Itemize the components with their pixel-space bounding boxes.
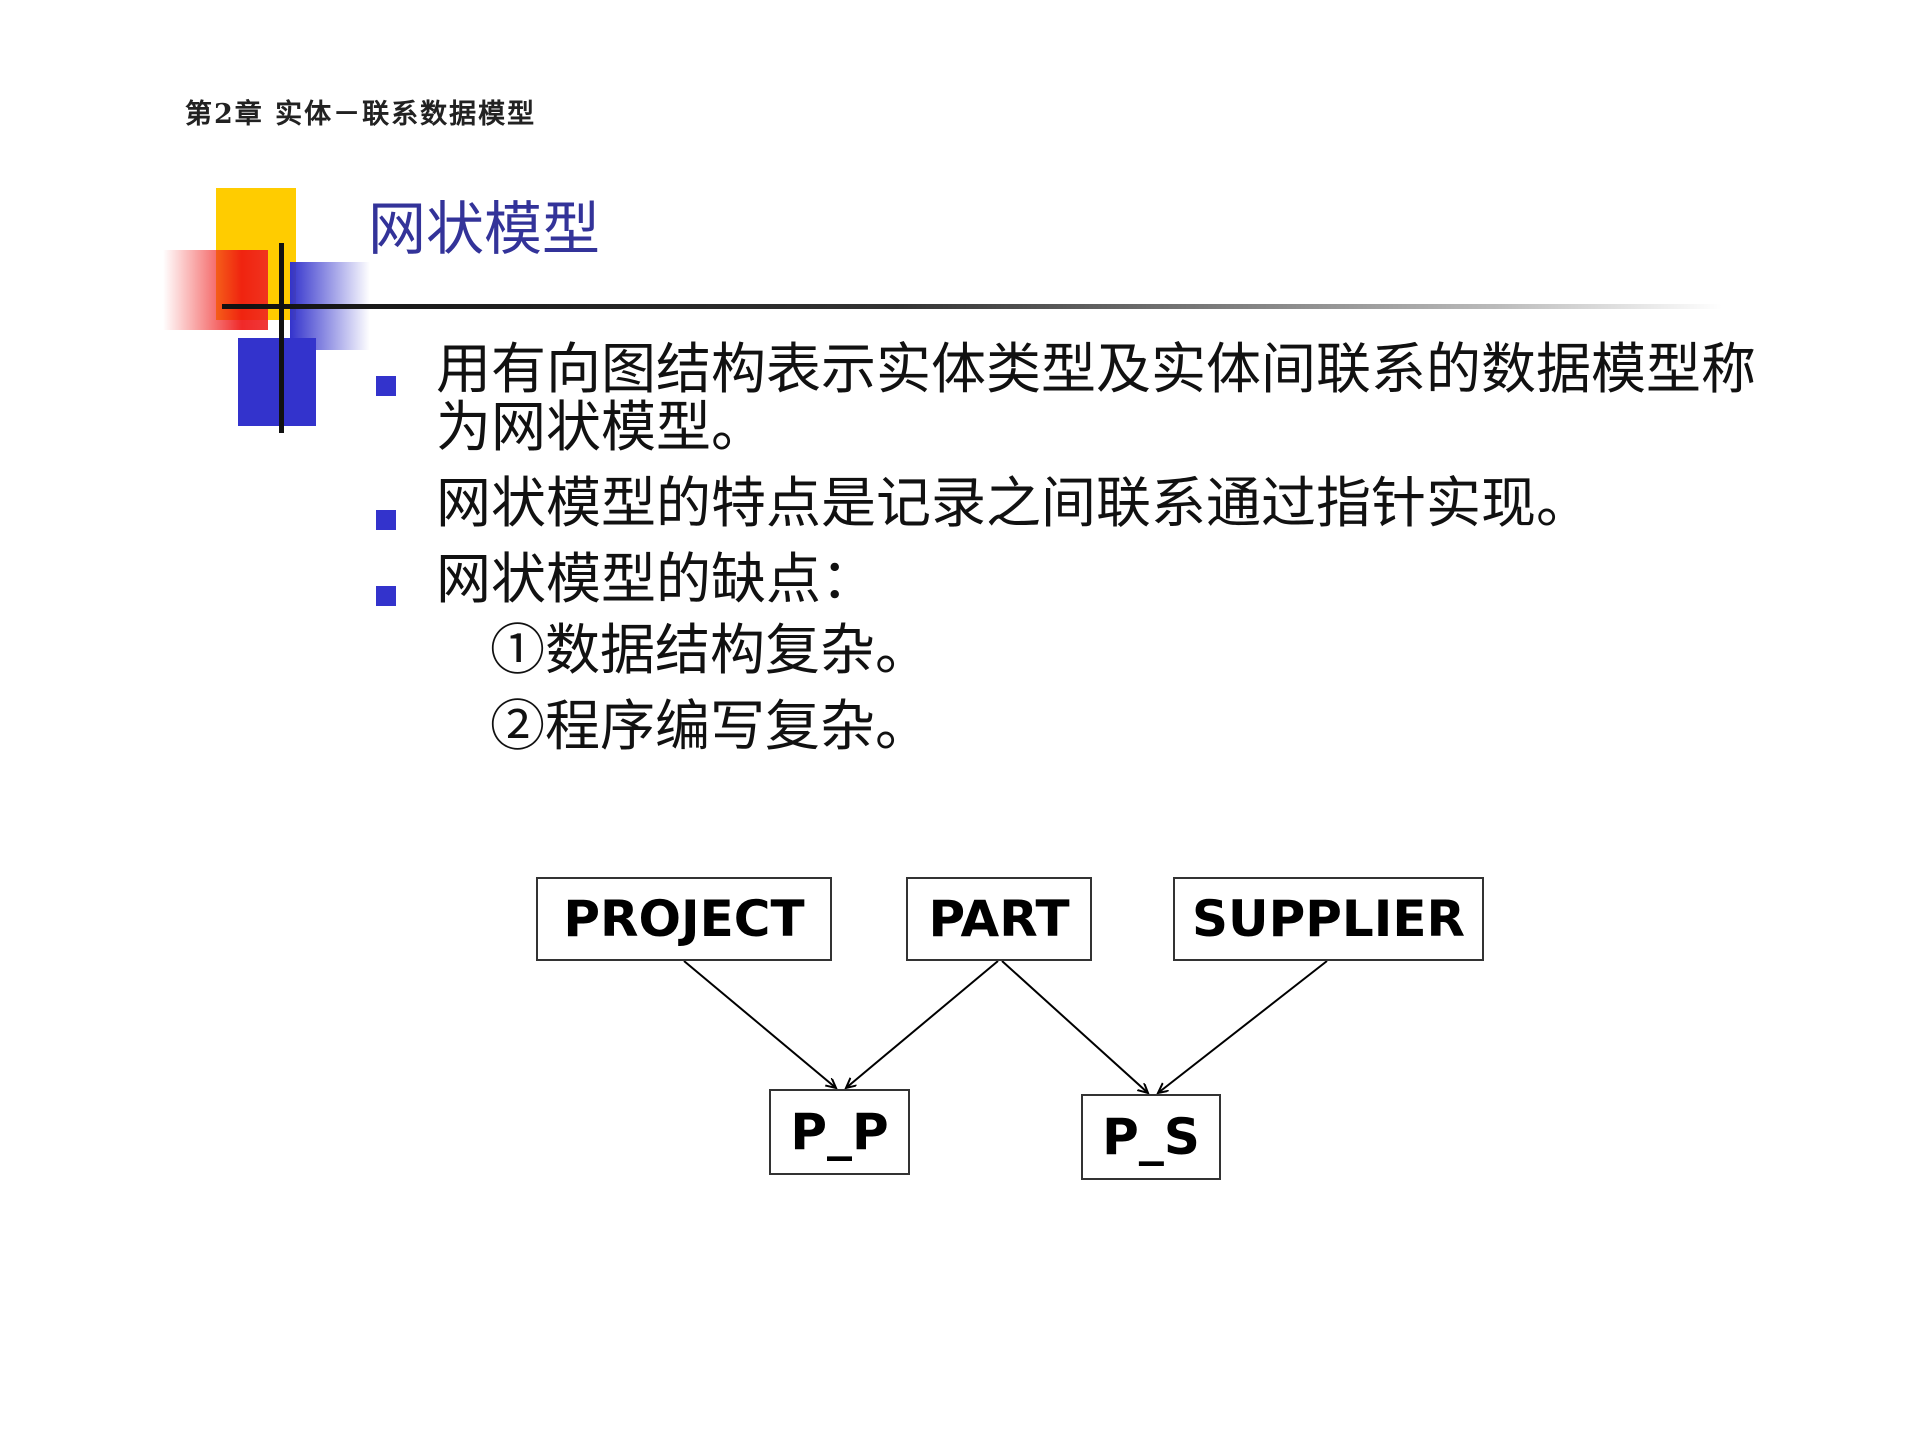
sub-item: ①数据结构复杂。 (490, 618, 931, 682)
decor-blue-square (238, 338, 316, 426)
node-part: PART (906, 877, 1092, 961)
edge-part-to-pp (846, 960, 999, 1088)
bullet-square-icon (376, 376, 396, 396)
edge-part-to-ps (1001, 960, 1148, 1093)
bullet-text: 网状模型的特点是记录之间联系通过指针实现。 (436, 471, 1592, 535)
bullet-list: 用有向图结构表示实体类型及实体间联系的数据模型称为网状模型。 网状模型的特点是记… (372, 340, 1772, 764)
node-supplier: SUPPLIER (1173, 877, 1484, 961)
bullet-text: 网状模型的缺点： (436, 547, 877, 611)
bullet-item: 网状模型的缺点： (372, 550, 1772, 608)
node-project: PROJECT (536, 877, 832, 961)
bullet-item: 用有向图结构表示实体类型及实体间联系的数据模型称为网状模型。 (372, 340, 1772, 456)
slide-title: 网状模型 (368, 195, 601, 263)
chapter-header: 第2章 实体－联系数据模型 (185, 99, 537, 130)
bullet-text: 用有向图结构表示实体类型及实体间联系的数据模型称为网状模型。 (436, 337, 1757, 459)
decor-vertical-line (279, 243, 284, 433)
node-p-s: P_S (1081, 1094, 1221, 1180)
bullet-square-icon (376, 586, 396, 606)
edge-supplier-to-ps (1158, 960, 1328, 1093)
node-p-p: P_P (769, 1089, 910, 1175)
bullet-square-icon (376, 510, 396, 530)
title-underline (222, 304, 1722, 309)
sub-item: ②程序编写复杂。 (490, 694, 931, 758)
decor-red-square (163, 250, 268, 330)
bullet-item: 网状模型的特点是记录之间联系通过指针实现。 (372, 474, 1772, 532)
edge-project-to-pp (683, 960, 836, 1088)
